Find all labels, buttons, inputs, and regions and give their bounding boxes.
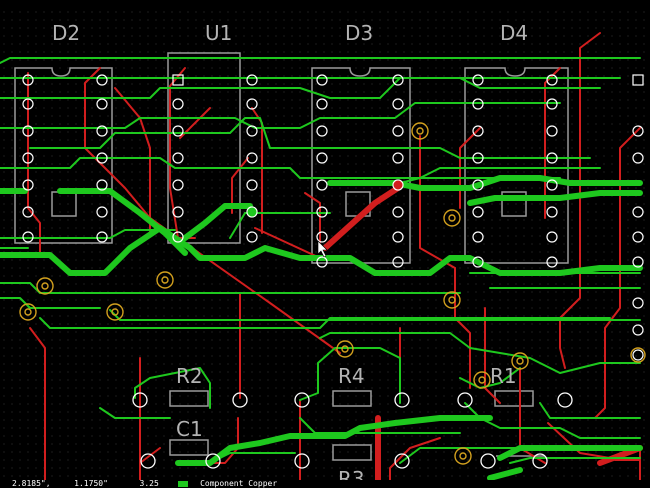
menu-bar: BlockCutDeleteEditFindGoToHighlightInqui… — [0, 0, 650, 8]
status-bar: 2.8185", 1.1750" 3.25 Component Copper — [0, 480, 650, 488]
designator-r2: R2 — [176, 364, 203, 388]
designator-d3: D3 — [345, 21, 373, 45]
coord-y: 1.1750" — [74, 480, 108, 488]
designator-r3: R3 — [338, 467, 365, 480]
active-layer[interactable]: Component Copper — [200, 480, 278, 488]
component-labels: D2 U1 D3 D4 R2 R4 R1 C1 R3 — [52, 21, 528, 480]
designator-u1: U1 — [205, 21, 232, 45]
discrete-pads — [132, 392, 573, 469]
highlighted-pads — [246, 179, 404, 218]
zoom-level: 3.25 — [139, 480, 159, 488]
ic-pads — [22, 74, 644, 361]
vias — [19, 122, 646, 465]
designator-d4: D4 — [500, 21, 528, 45]
mouse-cursor-icon — [317, 240, 328, 258]
designator-c1: C1 — [176, 417, 203, 441]
designator-r4: R4 — [338, 364, 365, 388]
layer-color-swatch — [178, 481, 189, 487]
coord-x: 2.8185", — [12, 480, 51, 488]
designator-r1: R1 — [490, 364, 517, 388]
component-outlines — [14, 52, 569, 461]
designator-d2: D2 — [52, 21, 80, 45]
board-drawing: D2 U1 D3 D4 R2 R4 R1 C1 R3 — [0, 21, 646, 480]
pcb-canvas[interactable]: D2 U1 D3 D4 R2 R4 R1 C1 R3 — [0, 8, 650, 480]
